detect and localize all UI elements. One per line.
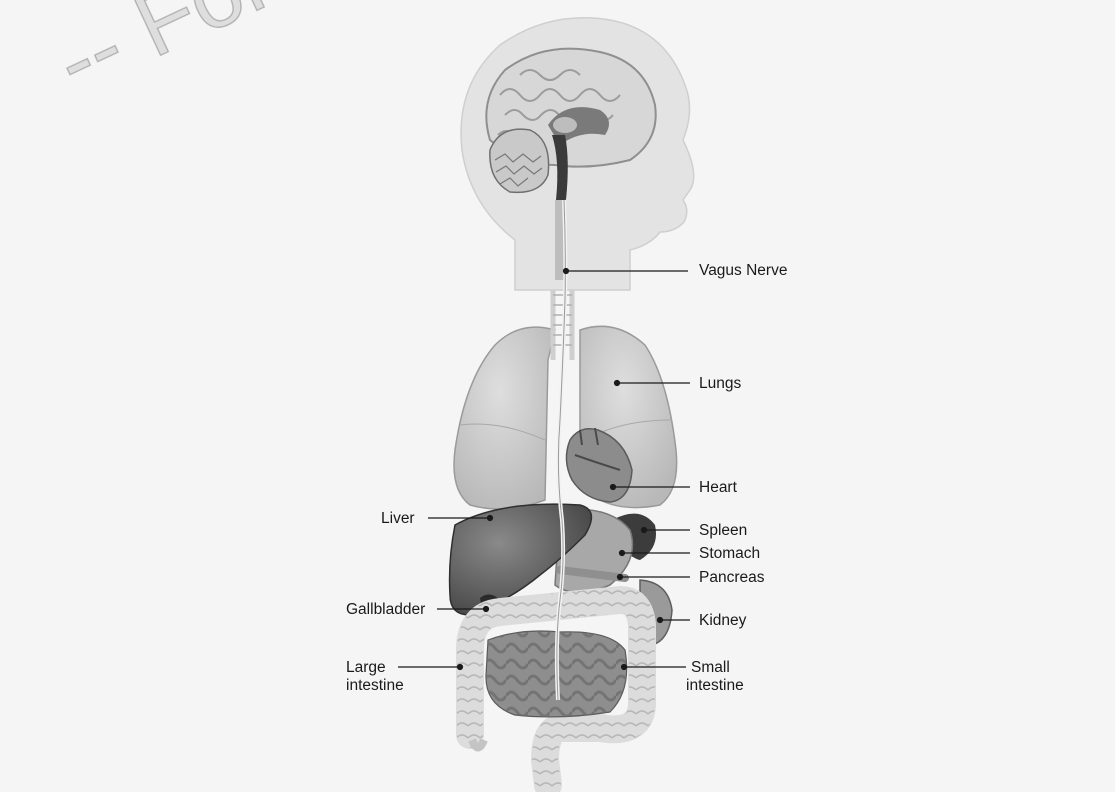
- label-vagus-nerve: Vagus Nerve: [699, 262, 787, 279]
- label-small-intestine-line2: intestine: [686, 677, 744, 694]
- label-lungs: Lungs: [699, 375, 741, 392]
- label-gallbladder: Gallbladder: [346, 601, 425, 618]
- label-spleen: Spleen: [699, 522, 747, 539]
- head-illustration: [461, 18, 694, 290]
- label-kidney: Kidney: [699, 612, 746, 629]
- label-heart: Heart: [699, 479, 737, 496]
- label-large-intestine-line1: Large: [346, 659, 386, 676]
- label-small-intestine-line1: Small: [691, 659, 730, 676]
- label-pancreas: Pancreas: [699, 569, 764, 586]
- label-stomach: Stomach: [699, 545, 760, 562]
- label-liver: Liver: [381, 510, 415, 527]
- label-large-intestine-line2: intestine: [346, 677, 404, 694]
